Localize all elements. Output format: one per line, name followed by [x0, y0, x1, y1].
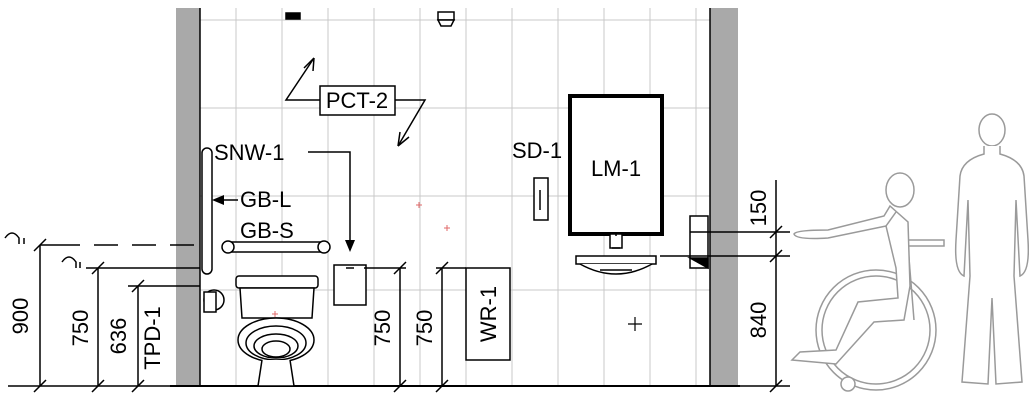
dim-636: 636: [106, 318, 131, 355]
hand-dryer: [687, 215, 709, 270]
dim-900: 900: [8, 298, 33, 335]
horizontal-grab-bar: [221, 240, 331, 254]
toilet-paper-dispenser: [203, 289, 225, 313]
center-markers: [272, 202, 450, 317]
dim-750-mid-b: 750: [412, 310, 437, 347]
pct-tag: PCT-2: [319, 85, 396, 116]
wr-tag: WR-1: [465, 267, 511, 361]
pct-leaders: [284, 57, 427, 147]
wr-label: WR-1: [476, 286, 501, 342]
snw-leader: [308, 151, 351, 250]
gb-l-label: GB-L: [240, 187, 291, 212]
dim-750-mid-a: 750: [370, 310, 395, 347]
lavatory: [575, 232, 657, 275]
mirror: LM-1: [568, 94, 664, 236]
dim-150: 150: [746, 190, 771, 227]
right-dimension-lines: [660, 180, 790, 393]
standing-person-figure: [954, 113, 1029, 385]
vertical-grab-bar: [201, 147, 213, 275]
lm-label: LM-1: [591, 156, 641, 181]
right-wall: [710, 8, 738, 386]
toilet: [235, 275, 319, 387]
tpd-label: TPD-1: [140, 306, 165, 370]
dim-840: 840: [746, 302, 771, 339]
sanitary-napkin-disposal: [333, 264, 367, 306]
soap-dispenser: [533, 177, 549, 221]
pct-label: PCT-2: [326, 88, 388, 113]
wheelchair-user-figure: [790, 172, 945, 392]
gb-s-label: GB-S: [240, 218, 294, 243]
dim-750-left: 750: [68, 310, 93, 347]
middle-dimension-lines: [364, 261, 466, 393]
sd-label: SD-1: [512, 138, 562, 163]
ceiling-fixtures: [285, 11, 456, 27]
snw-label: SNW-1: [214, 140, 285, 165]
left-dimension-lines: [4, 232, 200, 393]
left-wall: [176, 8, 200, 386]
